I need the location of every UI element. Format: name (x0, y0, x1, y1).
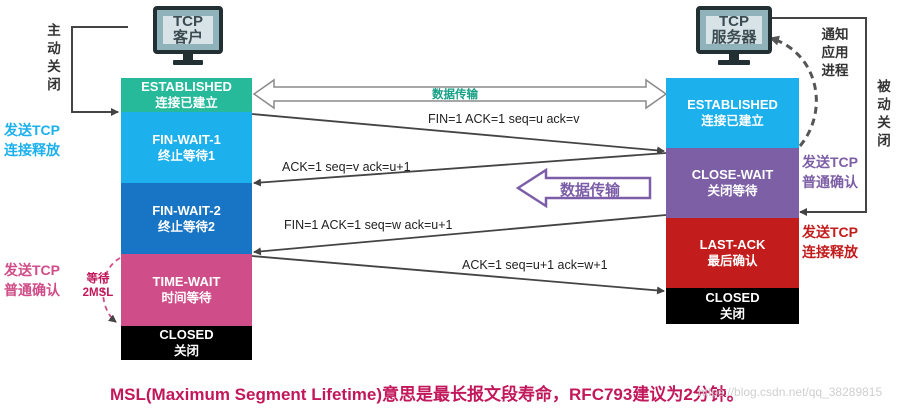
tcp-server-monitor: TCP 服务器 (696, 6, 772, 68)
notify-app-text: 通知 应用 进程 (815, 26, 855, 80)
note-line: 普通确认 (802, 174, 858, 190)
passive-close-char: 被 (877, 79, 891, 94)
server-state-established: ESTABLISHED 连接已建立 (666, 78, 799, 148)
state-desc: 关闭 (719, 307, 745, 321)
server-state-last-ack: LAST-ACK 最后确认 (666, 218, 799, 288)
server-state-close-wait: CLOSE-WAIT 关闭等待 (666, 148, 799, 218)
active-close-char: 关 (47, 59, 61, 74)
server-monitor-line2: 服务器 (711, 29, 757, 46)
purple-data-arrow (515, 167, 652, 209)
state-desc: 终止等待2 (158, 219, 215, 234)
passive-close-char: 闭 (877, 133, 891, 148)
message-label-1: FIN=1 ACK=1 seq=u ack=v (428, 112, 580, 126)
state-name: CLOSE-WAIT (691, 167, 774, 182)
passive-close-char: 关 (877, 115, 891, 130)
wait-2msl-arrow (102, 257, 121, 323)
wait-line: 等待 (86, 273, 110, 285)
state-name: ESTABLISHED (687, 97, 778, 112)
note-line: 发送TCP (4, 122, 60, 138)
client-send-ack-note: 发送TCP 普通确认 (4, 260, 60, 300)
active-close-char: 闭 (47, 77, 61, 92)
active-close-text: 主 动 关 闭 (46, 22, 62, 94)
notify-line: 进程 (821, 63, 849, 78)
server-send-ack-note: 发送TCP 普通确认 (802, 152, 858, 192)
wait-line: 2MSL (82, 287, 114, 299)
note-line: 普通确认 (4, 282, 60, 298)
tcp-client-monitor: TCP 客户 (153, 6, 223, 68)
state-name: CLOSED (705, 290, 760, 305)
client-monitor-screen: TCP 客户 (163, 13, 213, 46)
message-arrow-2 (253, 152, 667, 187)
client-send-release-note: 发送TCP 连接释放 (4, 120, 60, 160)
state-name: ESTABLISHED (141, 79, 232, 94)
active-close-char: 动 (47, 41, 61, 56)
state-desc: 关闭 (173, 344, 199, 358)
state-desc: 终止等待1 (158, 148, 215, 163)
passive-close-char: 动 (877, 97, 891, 112)
state-name: CLOSED (159, 327, 214, 342)
message-arrow-3 (253, 214, 667, 256)
state-desc: 最后确认 (707, 254, 758, 268)
watermark: https://blog.csdn.net/qq_38289815 (698, 385, 883, 399)
client-state-established: ESTABLISHED 连接已建立 (121, 78, 252, 112)
server-monitor-line1: TCP (719, 13, 749, 30)
note-line: 连接释放 (802, 244, 858, 260)
message-label-2: ACK=1 seq=v ack=u+1 (282, 160, 411, 174)
state-desc: 连接已建立 (701, 114, 764, 128)
client-state-fin-wait-1: FIN-WAIT-1 终止等待1 (121, 112, 252, 183)
message-arrow-4 (251, 255, 665, 295)
data-transfer-label: 数据传输 (432, 89, 478, 101)
purple-data-label: 数据传输 (560, 182, 621, 199)
passive-close-line (770, 17, 867, 216)
client-state-fin-wait-2: FIN-WAIT-2 终止等待2 (121, 183, 252, 254)
server-monitor-screen: TCP 服务器 (706, 13, 762, 46)
message-arrow-1 (251, 113, 665, 155)
client-monitor-line1: TCP (173, 13, 203, 30)
message-label-3: FIN=1 ACK=1 seq=w ack=u+1 (284, 218, 453, 232)
active-close-char: 主 (47, 23, 61, 38)
active-close-line (71, 26, 128, 116)
note-line: 连接释放 (4, 142, 60, 158)
state-name: FIN-WAIT-2 (152, 202, 221, 218)
state-desc: 连接已建立 (155, 96, 218, 110)
server-state-closed: CLOSED 关闭 (666, 288, 799, 324)
state-name: LAST-ACK (699, 237, 766, 252)
state-desc: 时间等待 (161, 291, 212, 305)
wait-2msl-label: 等待 2MSL (78, 272, 118, 300)
server-send-release-note: 发送TCP 连接释放 (802, 222, 858, 262)
state-name: TIME-WAIT (152, 274, 221, 289)
passive-close-text: 被 动 关 闭 (876, 78, 892, 150)
notify-line: 通知 (821, 27, 849, 42)
client-state-closed: CLOSED 关闭 (121, 326, 252, 360)
note-line: 发送TCP (4, 262, 60, 278)
msl-footnote: MSL(Maximum Segment Lifetime)意思是最长报文段寿命，… (110, 385, 744, 404)
notify-app-arrow (769, 35, 818, 147)
note-line: 发送TCP (802, 154, 858, 170)
notify-line: 应用 (821, 45, 849, 60)
state-name: FIN-WAIT-1 (152, 131, 221, 147)
client-state-time-wait: TIME-WAIT 时间等待 (121, 254, 252, 326)
message-label-4: ACK=1 seq=u+1 ack=w+1 (462, 258, 608, 272)
state-desc: 关闭等待 (707, 184, 758, 198)
client-monitor-line2: 客户 (172, 29, 203, 46)
note-line: 发送TCP (802, 224, 858, 240)
